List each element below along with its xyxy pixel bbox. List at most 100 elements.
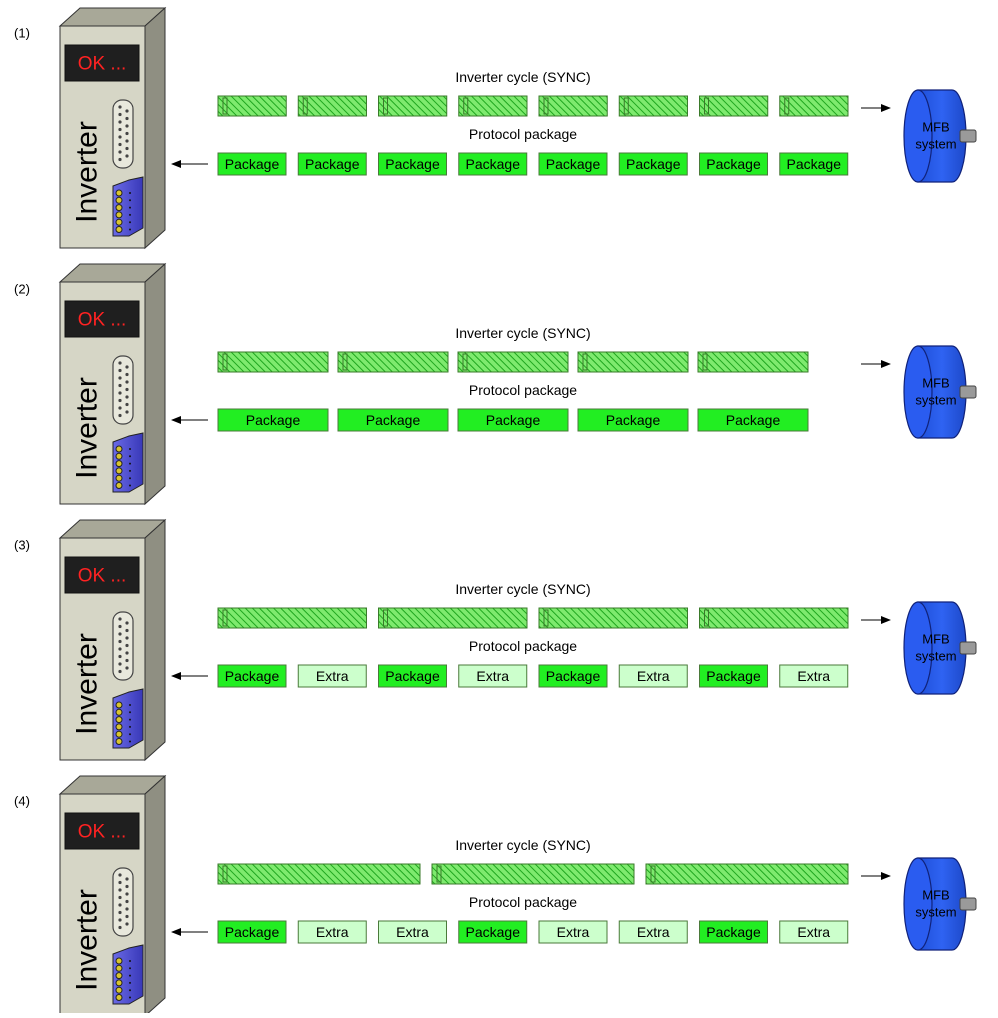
sync-hatch [645,863,849,885]
sync-marker [342,353,348,371]
connector-pin [125,395,129,399]
terminal-hole [129,477,131,480]
terminal-screw [115,723,123,731]
package-block: Package [538,664,608,688]
terminal-screw [115,701,123,709]
motor-shaft [959,129,977,143]
package-box [577,408,689,432]
motor-face [903,89,933,183]
panel-label: (3) [14,538,30,553]
connector-pin [125,402,129,407]
inverter-cabinet: OK ...Inverter [58,262,167,506]
terminal-hole [129,996,131,999]
sync-hatch [779,95,849,117]
terminal-screw [115,445,123,453]
package-label: Package [726,412,781,428]
terminal-screw [115,738,123,745]
sync-hatch [217,863,421,885]
sync-hatch [297,95,367,117]
package-block: Package [697,408,809,432]
connector-port [112,611,134,681]
connector-pin [118,142,122,147]
package-label: Package [626,156,681,172]
extra-block: Extra [779,664,849,688]
connector-pin [118,639,122,644]
connector-pin [125,116,129,121]
sync-marker [222,353,228,371]
extra-block: Extra [458,664,528,688]
sync-hatch [618,95,688,117]
package-box [458,920,528,944]
connector-pin [118,873,122,877]
terminal-hole [129,199,131,202]
motor-label-line1: MFB [922,888,949,903]
terminal-screw [115,204,123,212]
sync-hatch [217,607,367,629]
motor-shaft [959,641,977,655]
display-text: OK ... [78,310,127,331]
sync-hatch [697,351,809,373]
extra-label: Extra [557,924,590,940]
terminal-screw [115,957,123,965]
terminal-screw [115,474,123,482]
connector-pin [118,662,122,666]
package-label: Package [546,156,601,172]
package-box [699,152,768,176]
sync-hatch [337,351,449,373]
sync-marker [582,353,588,371]
sync-marker [222,97,228,115]
motor-label-line1: MFB [922,632,949,647]
protocol-title: Protocol package [469,638,577,654]
package-box [337,408,449,432]
package-block: Package [217,408,329,432]
sync-marker [650,865,656,883]
connector-pin [125,109,129,113]
sync-block [217,351,329,373]
package-block: Package [217,664,287,688]
extra-block: Extra [779,920,849,944]
sync-hatch [699,95,769,117]
package-block: Package [618,152,688,176]
sync-block [699,95,769,117]
extra-label: Extra [637,668,670,684]
sync-marker [543,609,549,627]
package-box [618,152,688,176]
terminal-screw [115,226,123,233]
connector-pin [118,925,122,930]
inverter-cabinet: OK ...Inverter [58,6,167,250]
package-block: Package [458,152,528,176]
cabinet-side [144,6,166,250]
display-text: OK ... [78,54,127,75]
package-block: Package [577,408,689,432]
terminal-screw [115,467,123,475]
cabinet-side [144,262,166,506]
connector-pin [125,914,129,919]
sync-marker [222,609,228,627]
protocol-title: Protocol package [469,894,577,910]
inverter-cabinet: OK ...Inverter [58,518,167,762]
panel-label: (1) [14,26,30,41]
package-box [458,152,528,176]
motor-label-line2: system [915,393,956,408]
connector-pin [125,658,129,663]
connector-pin [125,154,129,158]
sync-block [699,607,849,629]
sync-block [217,95,287,117]
package-block: Package [699,664,768,688]
connector-pin [118,361,122,365]
package-label: Package [366,412,421,428]
extra-block: Extra [538,920,608,944]
connector-pin [125,410,129,414]
sync-block [645,863,849,885]
package-block: Package [457,408,569,432]
package-label: Package [225,156,280,172]
panel-label: (2) [14,282,30,297]
package-label: Package [246,412,301,428]
connector-pin [118,105,122,109]
connector-pin [118,413,122,418]
